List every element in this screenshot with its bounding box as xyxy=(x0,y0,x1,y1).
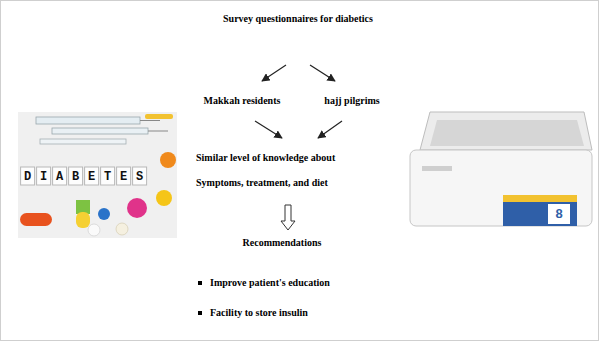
cooler-display xyxy=(422,166,452,171)
capsule-half xyxy=(76,200,90,214)
insulin-pen xyxy=(145,114,173,119)
pill xyxy=(127,198,147,218)
block-arrow xyxy=(281,205,295,230)
pill xyxy=(88,224,100,236)
text-node: Similar level of knowledge about Symptom… xyxy=(192,138,385,205)
box-number: 8 xyxy=(555,207,562,221)
text-node: Recommendations xyxy=(239,230,326,253)
arrow-connector xyxy=(262,65,286,81)
needle xyxy=(140,120,160,121)
box-stripe xyxy=(503,195,577,202)
node-text: Recommendations xyxy=(243,237,322,249)
bullet xyxy=(198,311,202,315)
tile-text: DIABETES xyxy=(24,170,152,184)
insulin-box xyxy=(503,195,577,226)
syringe xyxy=(40,139,126,144)
node-text: Makkah residents xyxy=(204,95,281,107)
insulin-cooler-photo xyxy=(410,112,592,226)
needle xyxy=(148,131,168,132)
pill xyxy=(98,208,110,220)
node-text: Survey questionnaires for diabetics xyxy=(223,13,373,25)
cooler-opening xyxy=(430,120,584,146)
cooler-body xyxy=(410,150,592,226)
text-node: Survey questionnaires for diabetics xyxy=(219,13,377,65)
pill xyxy=(116,223,128,235)
text-node: hajj pilgrims xyxy=(320,81,383,121)
bullet xyxy=(198,281,202,285)
capsule xyxy=(20,213,52,226)
syringe xyxy=(52,128,148,134)
syringe xyxy=(36,117,140,124)
node-text: hajj pilgrims xyxy=(324,95,379,107)
box-panel xyxy=(548,204,570,224)
pill xyxy=(160,152,176,168)
node-text: Similar level of knowledge about Symptom… xyxy=(196,145,381,195)
capsule-half xyxy=(76,212,90,228)
arrow-connector xyxy=(310,65,335,81)
arrow-connector xyxy=(318,121,342,138)
cooler-lid xyxy=(420,112,592,150)
diabetes-photo xyxy=(18,112,177,238)
pill xyxy=(156,190,172,206)
arrow-connector xyxy=(255,121,282,138)
photo-ground xyxy=(18,112,177,238)
bullet-text: Improve patient's education xyxy=(210,277,330,289)
bullet-text: Facility to store insulin xyxy=(210,307,308,319)
text-node: Makkah residents xyxy=(200,81,285,121)
